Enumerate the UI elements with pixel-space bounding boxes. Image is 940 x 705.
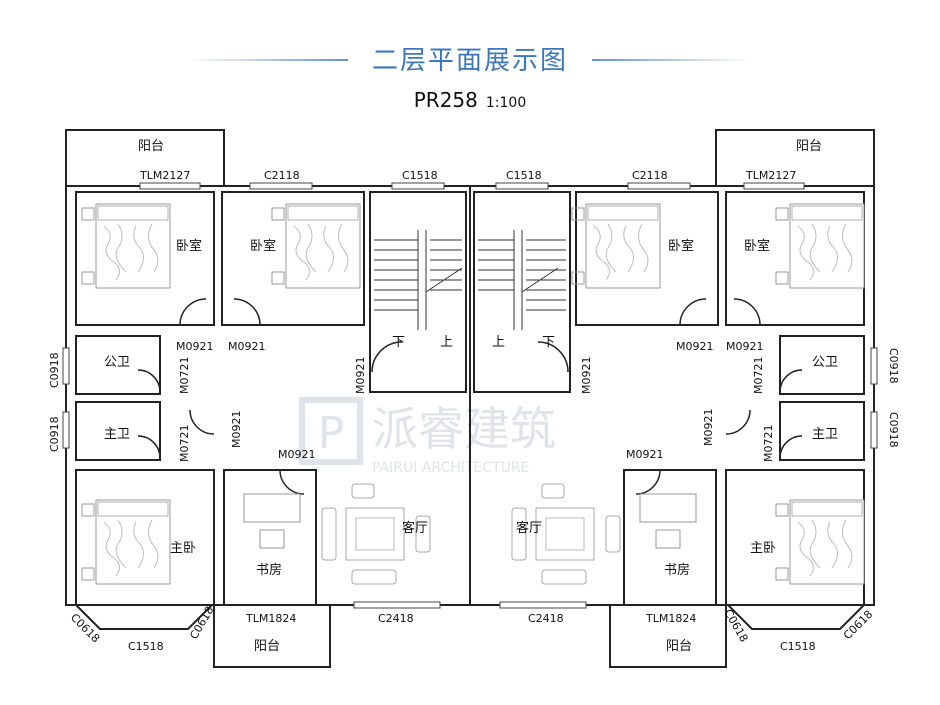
bedroom-1-label: 卧室 (176, 238, 202, 254)
title-rule-left (188, 59, 348, 61)
bedroom-4-label: 卧室 (744, 238, 770, 254)
windows (62, 182, 878, 609)
c0918-4: C0918 (887, 412, 900, 448)
page-title: 二层平面展示图 (371, 46, 568, 76)
public-bath-right-label: 公卫 (812, 355, 838, 370)
m0721-3: M0721 (752, 357, 765, 395)
living-room-right-label: 客厅 (516, 520, 542, 536)
c1518-left: C1518 (402, 169, 438, 182)
room-labels: 阳台 阳台 卧室 卧室 卧室 卧室 公卫 公卫 主卫 主卫 主卧 主卧 客厅 客… (104, 139, 838, 654)
c2118-left: C2118 (264, 169, 300, 182)
bedroom-3-label: 卧室 (668, 238, 694, 254)
title-rule-right (592, 59, 752, 61)
master-bath-left-label: 主卫 (104, 427, 130, 442)
c2418-right: C2418 (528, 612, 564, 625)
c1518-bottom-right: C1518 (780, 640, 816, 653)
master-bedroom-right-label: 主卧 (750, 541, 776, 556)
m0921-1: M0921 (176, 340, 214, 353)
m0721-1: M0721 (178, 357, 191, 395)
m0921-9: M0921 (230, 411, 243, 449)
m0721-2: M0721 (178, 425, 191, 463)
c0618-1: C0618 (68, 611, 102, 645)
c0918-3: C0918 (887, 348, 900, 384)
watermark: P 派睿建筑 PAIRUI ARCHITECTURE (299, 397, 556, 476)
master-bath-right-label: 主卫 (812, 427, 838, 442)
c0918-2: C0918 (48, 416, 61, 452)
study-left-label: 书房 (256, 562, 282, 578)
living-room-left-label: 客厅 (402, 520, 428, 536)
balcony-top-left: 阳台 (138, 139, 164, 154)
master-bedroom-left-label: 主卧 (170, 541, 196, 556)
watermark-logo-box (299, 397, 363, 465)
c0618-4: C0618 (841, 608, 875, 642)
m0921-2: M0921 (228, 340, 266, 353)
c1518-bottom-left: C1518 (128, 640, 164, 653)
watermark-logo: P (318, 408, 345, 459)
c1518-right: C1518 (506, 169, 542, 182)
m0921-4: M0921 (726, 340, 764, 353)
m0921-10: M0921 (702, 409, 715, 447)
balcony-bottom-right: 阳台 (666, 639, 692, 654)
balcony-top-right: 阳台 (796, 139, 822, 154)
header: 二层平面展示图 PR258 1:100 (0, 0, 940, 120)
plan-scale: 1:100 (485, 95, 527, 111)
m0721-4: M0721 (762, 425, 775, 463)
tlm1824-right: TLM1824 (645, 612, 696, 625)
m0921-7: M0921 (354, 357, 367, 395)
stair-down-right: 下 (542, 335, 555, 350)
watermark-name: 派睿建筑 (372, 402, 556, 456)
study-right-label: 书房 (664, 562, 690, 578)
m0921-5: M0921 (278, 448, 316, 461)
tlm2127-left: TLM2127 (139, 169, 190, 182)
balcony-bottom-left: 阳台 (254, 639, 280, 654)
c2418-left: C2418 (378, 612, 414, 625)
stair-up-right: 上 (492, 335, 505, 350)
model-number: PR258 (413, 88, 478, 112)
furniture (81, 203, 865, 585)
c0918-1: C0918 (48, 352, 61, 388)
c2118-right: C2118 (632, 169, 668, 182)
c0618-2: C0618 (187, 604, 216, 641)
stair-treads (374, 230, 566, 330)
bedroom-2-label: 卧室 (250, 238, 276, 254)
stair-down-left: 下 (392, 335, 405, 350)
walls (65, 129, 875, 668)
plan-subtitle: PR258 1:100 (0, 88, 940, 112)
m0921-8: M0921 (580, 357, 593, 395)
public-bath-left-label: 公卫 (104, 355, 130, 370)
watermark-sub: PAIRUI ARCHITECTURE (372, 460, 529, 476)
tlm1824-left: TLM1824 (245, 612, 296, 625)
tlm2127-right: TLM2127 (745, 169, 796, 182)
m0921-6: M0921 (626, 448, 664, 461)
m0921-3: M0921 (676, 340, 714, 353)
stair-up-left: 上 (440, 335, 453, 350)
